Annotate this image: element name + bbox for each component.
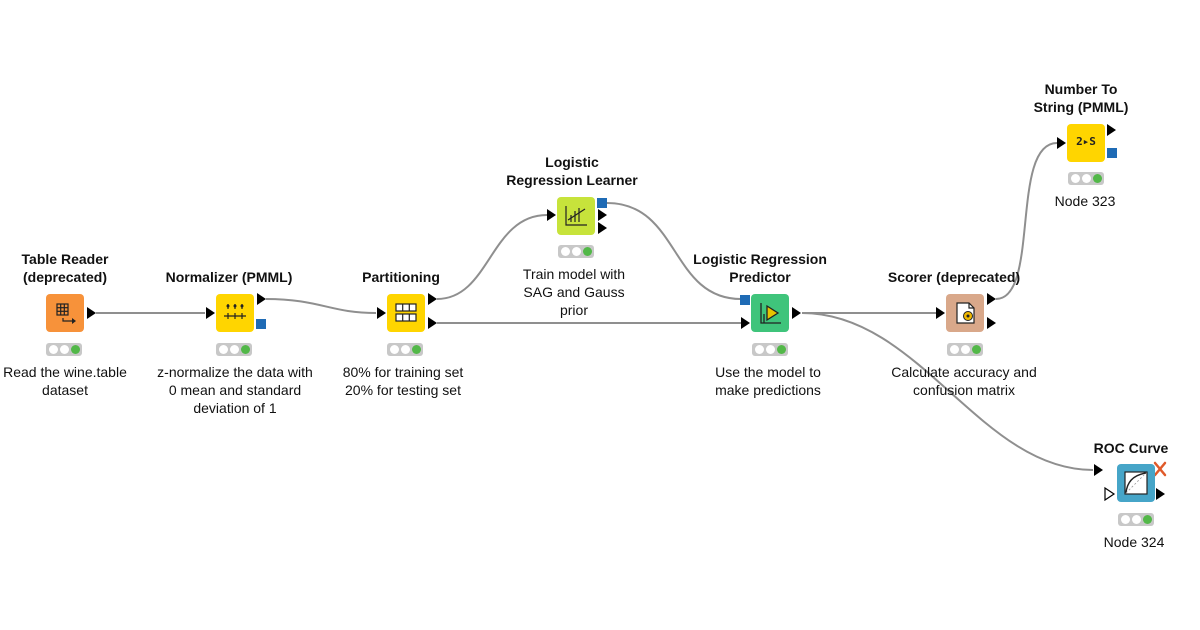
model-input-port[interactable] bbox=[740, 295, 750, 305]
input-port-triangle[interactable] bbox=[206, 307, 215, 319]
input-port-triangle[interactable] bbox=[936, 307, 945, 319]
connection-scorer-number-to-string[interactable] bbox=[995, 142, 1058, 300]
output-port-triangle[interactable] bbox=[257, 293, 266, 305]
node-status-traffic-light bbox=[558, 245, 594, 258]
node-icon-box[interactable] bbox=[46, 294, 84, 332]
error-cross-icon bbox=[1153, 461, 1167, 477]
node-description: 80% for training set 20% for testing set bbox=[342, 364, 464, 398]
node-icon-box[interactable] bbox=[557, 197, 595, 235]
node-description: Use the model to make predictions bbox=[715, 364, 821, 398]
input-port-triangle[interactable] bbox=[741, 317, 750, 329]
partition-icon bbox=[395, 303, 417, 322]
output-port-triangle[interactable] bbox=[598, 209, 607, 221]
connection-partitioning-learner[interactable] bbox=[436, 214, 548, 300]
model-output-port[interactable] bbox=[597, 198, 607, 208]
node-icon-box[interactable]: 2▸S bbox=[1067, 124, 1105, 162]
node-icon-box[interactable] bbox=[946, 294, 984, 332]
connection-predictor-roc-curve[interactable] bbox=[801, 312, 1094, 471]
node-description: Read the wine.table dataset bbox=[3, 364, 127, 398]
node-description: Train model with SAG and Gauss prior bbox=[522, 266, 626, 318]
input-port-triangle[interactable] bbox=[547, 209, 556, 221]
output-port-triangle[interactable] bbox=[428, 317, 437, 329]
output-port-triangle[interactable] bbox=[87, 307, 96, 319]
model-output-port[interactable] bbox=[1107, 148, 1117, 158]
node-icon-box[interactable] bbox=[751, 294, 789, 332]
node-title: Table Reader (deprecated) bbox=[21, 251, 109, 285]
node-icon-box[interactable] bbox=[387, 294, 425, 332]
node-status-traffic-light bbox=[1068, 172, 1104, 185]
node-description: Calculate accuracy and confusion matrix bbox=[891, 364, 1037, 398]
normalize-icon bbox=[224, 304, 246, 319]
table-grid-icon bbox=[56, 303, 76, 324]
connection-normalizer-partitioning[interactable] bbox=[265, 298, 377, 314]
node-title: Scorer (deprecated) bbox=[887, 269, 1021, 285]
output-port-triangle[interactable] bbox=[987, 317, 996, 329]
output-port-triangle[interactable] bbox=[1107, 124, 1116, 136]
output-port-triangle[interactable] bbox=[598, 222, 607, 234]
node-title: Logistic Regression Predictor bbox=[693, 251, 827, 285]
node-status-traffic-light bbox=[216, 343, 252, 356]
input-port-triangle[interactable] bbox=[1057, 137, 1066, 149]
model-output-port[interactable] bbox=[256, 319, 266, 329]
input-port-triangle[interactable] bbox=[377, 307, 386, 319]
node-status-traffic-light bbox=[46, 343, 82, 356]
node-title: ROC Curve bbox=[1093, 440, 1169, 456]
node-status-traffic-light bbox=[947, 343, 983, 356]
number-to-string-icon: 2▸S bbox=[1076, 135, 1096, 148]
node-status-traffic-light bbox=[387, 343, 423, 356]
learner-icon bbox=[565, 206, 587, 226]
optional-input-port-triangle[interactable] bbox=[1104, 486, 1116, 502]
input-port-triangle[interactable] bbox=[1094, 464, 1103, 476]
node-description: Node 324 bbox=[1103, 534, 1165, 550]
node-title: Normalizer (PMML) bbox=[165, 269, 293, 285]
output-port-triangle[interactable] bbox=[987, 293, 996, 305]
output-port-triangle[interactable] bbox=[1156, 488, 1165, 500]
output-port-triangle[interactable] bbox=[792, 307, 801, 319]
predictor-icon bbox=[760, 303, 781, 324]
node-title: Partitioning bbox=[362, 269, 440, 285]
node-icon-box[interactable] bbox=[1117, 464, 1155, 502]
node-status-traffic-light bbox=[752, 343, 788, 356]
node-title: Number To String (PMML) bbox=[1033, 81, 1129, 115]
output-port-triangle[interactable] bbox=[428, 293, 437, 305]
node-description: z-normalize the data with 0 mean and sta… bbox=[157, 364, 313, 416]
scorer-icon bbox=[956, 302, 975, 324]
connection-learner-predictor[interactable] bbox=[606, 202, 742, 300]
roc-curve-icon bbox=[1124, 471, 1148, 495]
node-status-traffic-light bbox=[1118, 513, 1154, 526]
node-title: Logistic Regression Learner bbox=[506, 154, 638, 188]
node-description: Node 323 bbox=[1054, 193, 1116, 209]
node-icon-box[interactable] bbox=[216, 294, 254, 332]
